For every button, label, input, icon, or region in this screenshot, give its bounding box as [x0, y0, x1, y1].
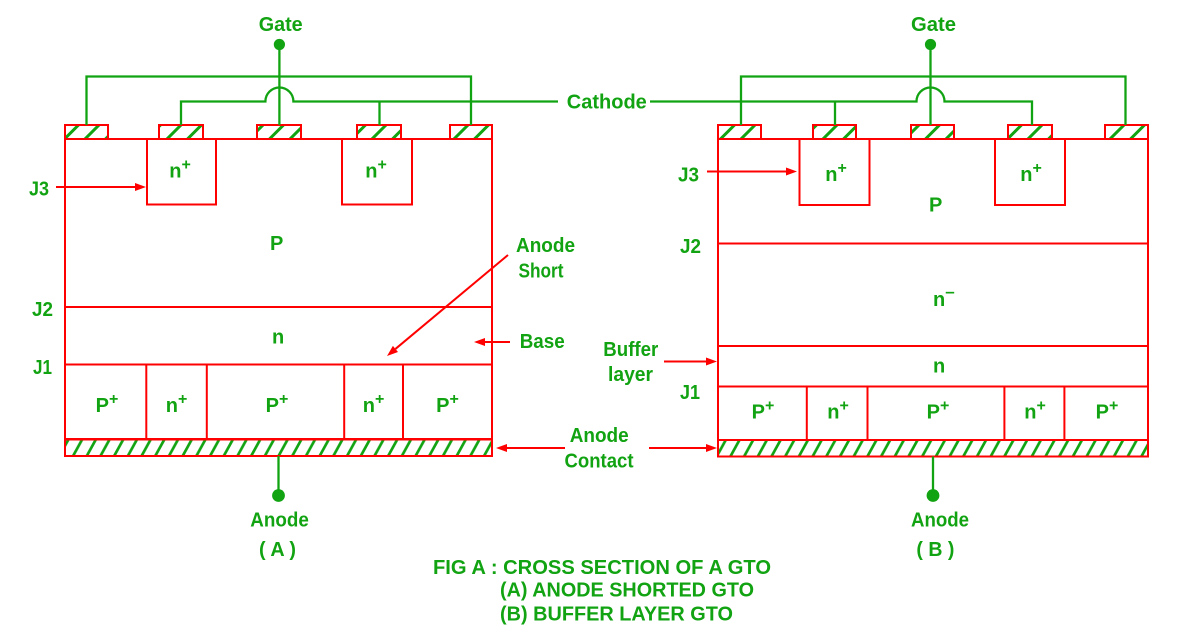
svg-text:n+: n+ — [827, 398, 849, 424]
svg-text:Anode: Anode — [570, 425, 629, 447]
svg-text:J2: J2 — [680, 236, 701, 258]
svg-text:P+: P+ — [96, 391, 119, 417]
svg-text:n+: n+ — [825, 160, 847, 186]
svg-text:J3: J3 — [29, 179, 49, 201]
svg-text:Anode: Anode — [911, 510, 969, 532]
svg-text:Gate: Gate — [259, 14, 303, 36]
svg-text:n+: n+ — [1020, 160, 1042, 186]
svg-text:Anode: Anode — [250, 510, 308, 532]
svg-text:(A) ANODE SHORTED GTO: (A) ANODE SHORTED GTO — [500, 580, 754, 602]
svg-text:J2: J2 — [32, 299, 53, 321]
svg-text:layer: layer — [608, 364, 653, 386]
svg-text:Anode: Anode — [516, 235, 575, 257]
svg-text:Buffer: Buffer — [603, 339, 658, 361]
svg-text:n: n — [933, 356, 945, 378]
svg-text:( B ): ( B ) — [916, 539, 954, 561]
svg-text:n+: n+ — [363, 391, 385, 417]
svg-text:P+: P+ — [266, 391, 289, 417]
svg-text:n+: n+ — [1024, 398, 1046, 424]
svg-text:J1: J1 — [33, 357, 52, 379]
svg-text:J3: J3 — [678, 164, 699, 186]
svg-text:P+: P+ — [752, 398, 775, 424]
svg-text:( A ): ( A ) — [259, 539, 296, 561]
svg-text:n–: n– — [933, 282, 955, 311]
svg-text:P+: P+ — [927, 398, 950, 424]
svg-text:P: P — [929, 195, 942, 217]
svg-text:n+: n+ — [166, 391, 188, 417]
svg-text:(B) BUFFER LAYER GTO: (B) BUFFER LAYER GTO — [500, 604, 733, 626]
svg-text:n: n — [272, 327, 284, 349]
svg-text:J1: J1 — [680, 382, 700, 404]
svg-text:n+: n+ — [169, 157, 191, 183]
svg-text:P+: P+ — [436, 391, 459, 417]
svg-text:FIG A : CROSS SECTION OF A GTO: FIG A : CROSS SECTION OF A GTO — [433, 557, 771, 579]
svg-text:n+: n+ — [365, 157, 387, 183]
svg-text:P: P — [270, 233, 283, 255]
svg-text:Contact: Contact — [565, 451, 634, 473]
svg-text:Gate: Gate — [911, 14, 956, 36]
svg-text:Short: Short — [519, 261, 564, 283]
svg-text:Base: Base — [520, 331, 565, 353]
svg-text:P+: P+ — [1096, 398, 1119, 424]
svg-text:Cathode: Cathode — [567, 92, 647, 114]
